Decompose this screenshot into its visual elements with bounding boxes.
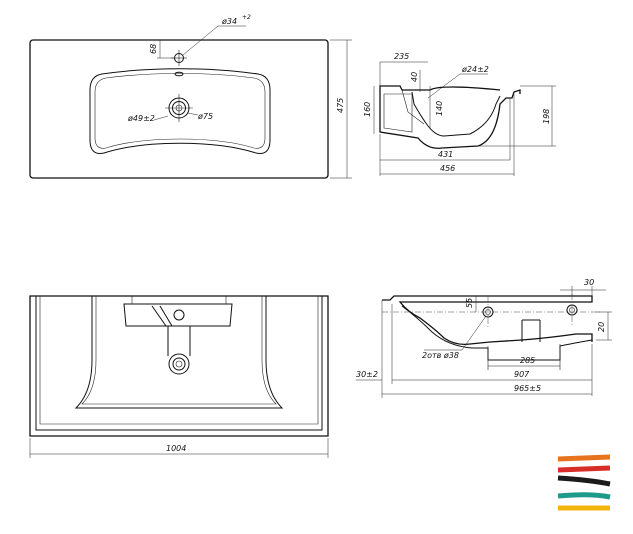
front-view-bowl: [74, 296, 284, 409]
side-section-top: [379, 85, 501, 92]
dim-dia-24: ø24±2: [461, 65, 489, 74]
dim-160: 160: [363, 102, 372, 117]
rear-section-inner: [401, 305, 593, 361]
dim-20: 20: [597, 322, 606, 332]
dim-1004: 1004: [166, 444, 186, 453]
dim-285: 285: [520, 356, 535, 365]
dim-907: 907: [514, 370, 530, 379]
dim-68: 68: [149, 44, 158, 54]
brand-logo: [557, 454, 611, 511]
side-section-bowl: [411, 91, 501, 137]
logo-stripe-orange: [557, 454, 611, 462]
dim-dia-drain-outer: ø75: [197, 112, 213, 121]
dim-dia-tap-tol: +2: [242, 14, 251, 21]
logo-stripe-teal: [557, 492, 611, 500]
rear-section-outline: [382, 295, 593, 346]
dim-30-top: 30: [584, 278, 594, 287]
rear-section: 30 55 20 2отв ø38 285 907 30±2 965±5: [356, 278, 612, 398]
dim-456: 456: [440, 164, 455, 173]
front-drain-outer: [168, 353, 190, 375]
dim-dia-drain: ø49±2: [127, 114, 155, 123]
dim-30pm2: 30±2: [356, 370, 378, 379]
side-section: 235 40 ø24±2 140 160 198 431 456: [363, 52, 556, 176]
dim-140: 140: [435, 101, 444, 116]
dim-198: 198: [542, 109, 551, 124]
logo-stripe-black: [557, 475, 611, 487]
dim-431: 431: [438, 150, 453, 159]
overflow-hole: [174, 71, 184, 77]
logo-stripe-red: [557, 465, 611, 473]
top-view-outline: [29, 39, 329, 179]
dim-55: 55: [465, 298, 474, 308]
top-view-bowl-inner: [94, 73, 266, 149]
front-view: 1004: [29, 295, 329, 458]
dim-235: 235: [394, 52, 409, 61]
front-view-outline: [29, 295, 329, 437]
dim-holes: 2отв ø38: [422, 351, 459, 360]
dim-965: 965±5: [514, 384, 541, 393]
dim-475: 475: [336, 98, 345, 113]
top-view: ø34 +2 68 ø49±2 ø75 475: [29, 14, 352, 179]
dim-40: 40: [410, 72, 419, 82]
dim-dia-tap: ø34: [221, 17, 237, 26]
top-view-bowl: [89, 68, 271, 154]
